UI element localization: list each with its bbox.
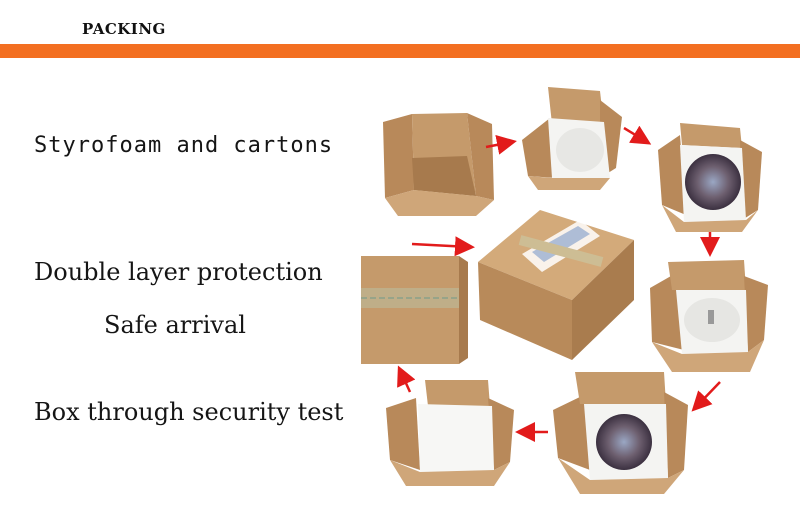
section-title: PACKING bbox=[82, 20, 166, 38]
caption-security-test: Box through security test bbox=[34, 398, 344, 426]
caption-safe-arrival: Safe arrival bbox=[104, 311, 246, 339]
labeled-sealed-shipping-box bbox=[478, 210, 634, 360]
open-empty-carton bbox=[383, 113, 494, 216]
arrow-step-1-to-2 bbox=[485, 135, 517, 155]
carton-with-stand-in-liner bbox=[650, 260, 768, 372]
caption-styrofoam: Styrofoam and cartons bbox=[34, 133, 334, 158]
arrow-step-4-to-5 bbox=[691, 381, 721, 412]
step-arrows bbox=[397, 125, 721, 442]
carton-with-styrofoam-liner bbox=[522, 87, 622, 190]
header-divider-bar bbox=[0, 44, 800, 58]
caption-double-layer: Double layer protection bbox=[34, 258, 323, 286]
taped-closed-carton bbox=[361, 256, 468, 364]
arrow-step-6-to-7 bbox=[397, 365, 416, 393]
carton-with-styrofoam-cover bbox=[386, 380, 514, 486]
carton-with-plate-in-liner bbox=[658, 123, 762, 232]
packing-steps-photo bbox=[361, 87, 768, 494]
carton-with-plate-and-stand bbox=[553, 372, 688, 494]
arrow-step-7-to-8 bbox=[411, 236, 475, 257]
arrow-step-2-to-3 bbox=[623, 125, 652, 145]
